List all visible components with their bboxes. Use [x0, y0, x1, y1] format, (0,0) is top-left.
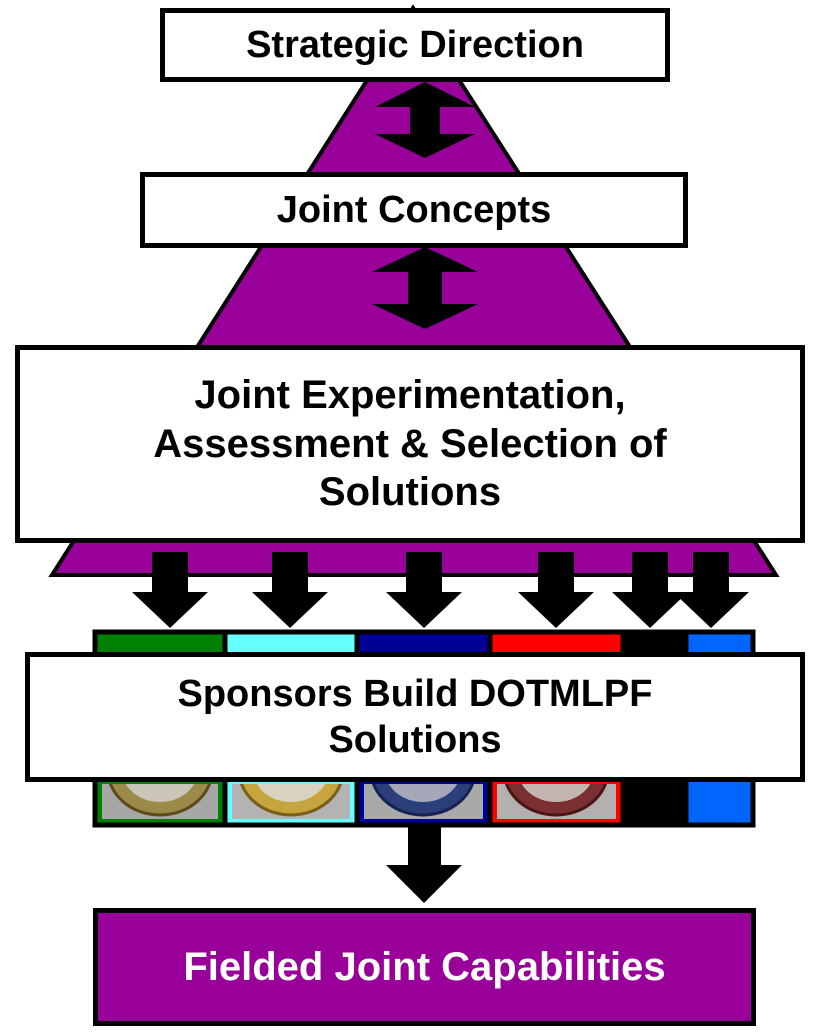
down-arrow	[386, 826, 462, 903]
joint-experimentation-label: Joint Experimentation, Assessment & Sele…	[153, 372, 667, 515]
department-seal-icon	[102, 784, 218, 819]
fielded-capabilities-box: Fielded Joint Capabilities	[93, 908, 756, 1026]
fielded-capabilities-label: Fielded Joint Capabilities	[183, 944, 666, 989]
department-seal-icon	[232, 784, 350, 819]
double-headed-vertical-arrow	[372, 247, 478, 329]
department-seal-icon	[497, 784, 616, 819]
down-arrow	[673, 552, 749, 628]
sponsors-build-box: Sponsors Build DOTMLPF Solutions	[25, 652, 805, 782]
joint-concepts-box: Joint Concepts	[140, 172, 688, 248]
department-seal-icon	[364, 784, 483, 819]
down-arrow	[518, 552, 594, 628]
sponsor-seals	[102, 784, 616, 819]
joint-concepts-label: Joint Concepts	[276, 188, 552, 231]
double-headed-vertical-arrow	[375, 82, 475, 158]
sponsors-build-label: Sponsors Build DOTMLPF Solutions	[177, 672, 653, 761]
down-arrow	[132, 552, 208, 628]
down-arrows	[132, 552, 749, 628]
down-arrow	[386, 552, 462, 628]
strategic-direction-label: Strategic Direction	[246, 23, 584, 66]
down-arrow	[612, 552, 688, 628]
down-arrow	[252, 552, 328, 628]
joint-experimentation-box: Joint Experimentation, Assessment & Sele…	[15, 345, 805, 543]
strategic-direction-box: Strategic Direction	[160, 8, 670, 82]
